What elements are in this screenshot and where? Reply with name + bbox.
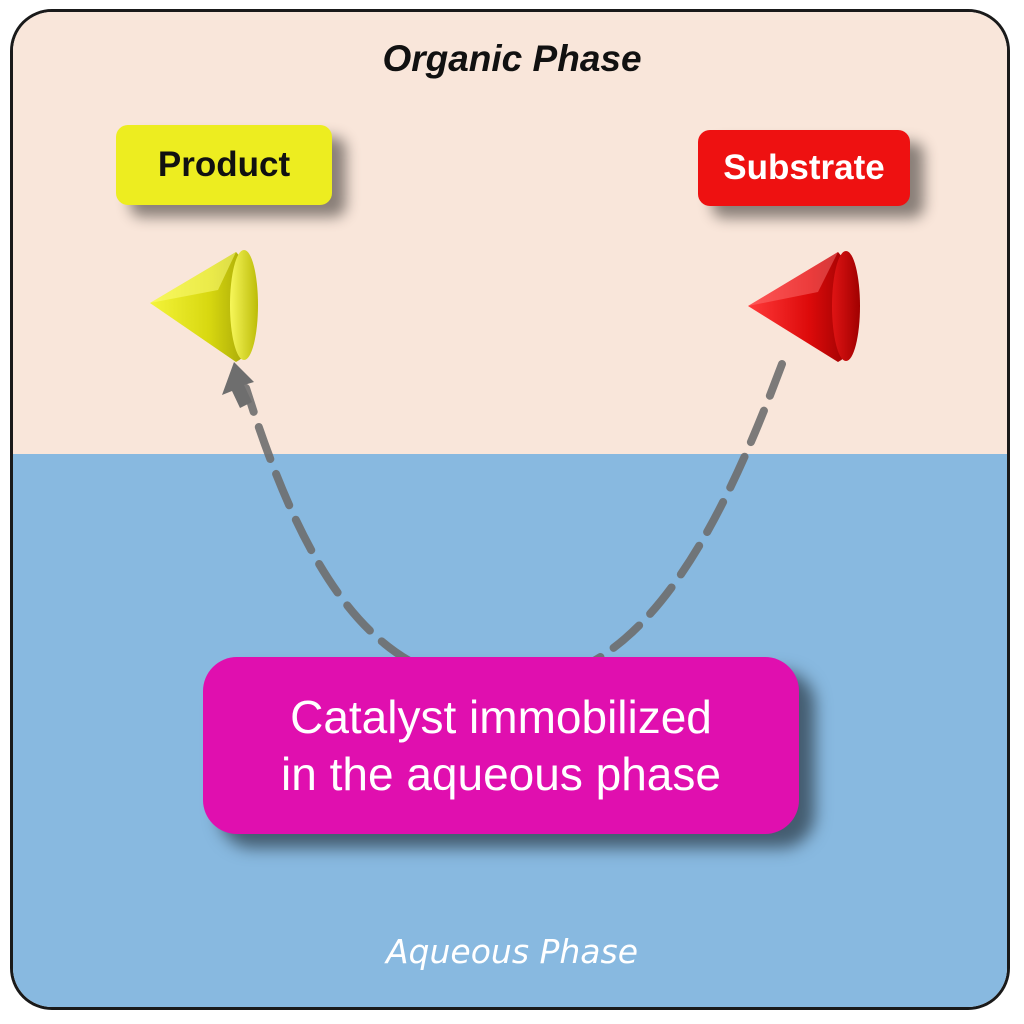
reaction-path-arrowhead: [222, 362, 254, 408]
substrate-label-box: Substrate: [698, 130, 910, 206]
diagram-frame: [10, 9, 1010, 1010]
product-molecule-icon: [150, 250, 258, 362]
reaction-path: [242, 360, 786, 688]
substrate-molecule-icon: [748, 251, 860, 362]
product-label-box: Product: [116, 125, 332, 205]
product-label: Product: [157, 145, 291, 184]
organic-phase-region: [13, 12, 1007, 454]
substrate-label: Substrate: [723, 148, 885, 187]
catalyst-label-line2: in the aqueous phase: [281, 747, 721, 800]
catalyst-label-box: Catalyst immobilized in the aqueous phas…: [203, 657, 799, 834]
catalyst-label-line1: Catalyst immobilized: [290, 690, 712, 743]
aqueous-phase-title: Aqueous Phase: [385, 932, 639, 971]
organic-phase-title: Organic Phase: [382, 38, 642, 79]
